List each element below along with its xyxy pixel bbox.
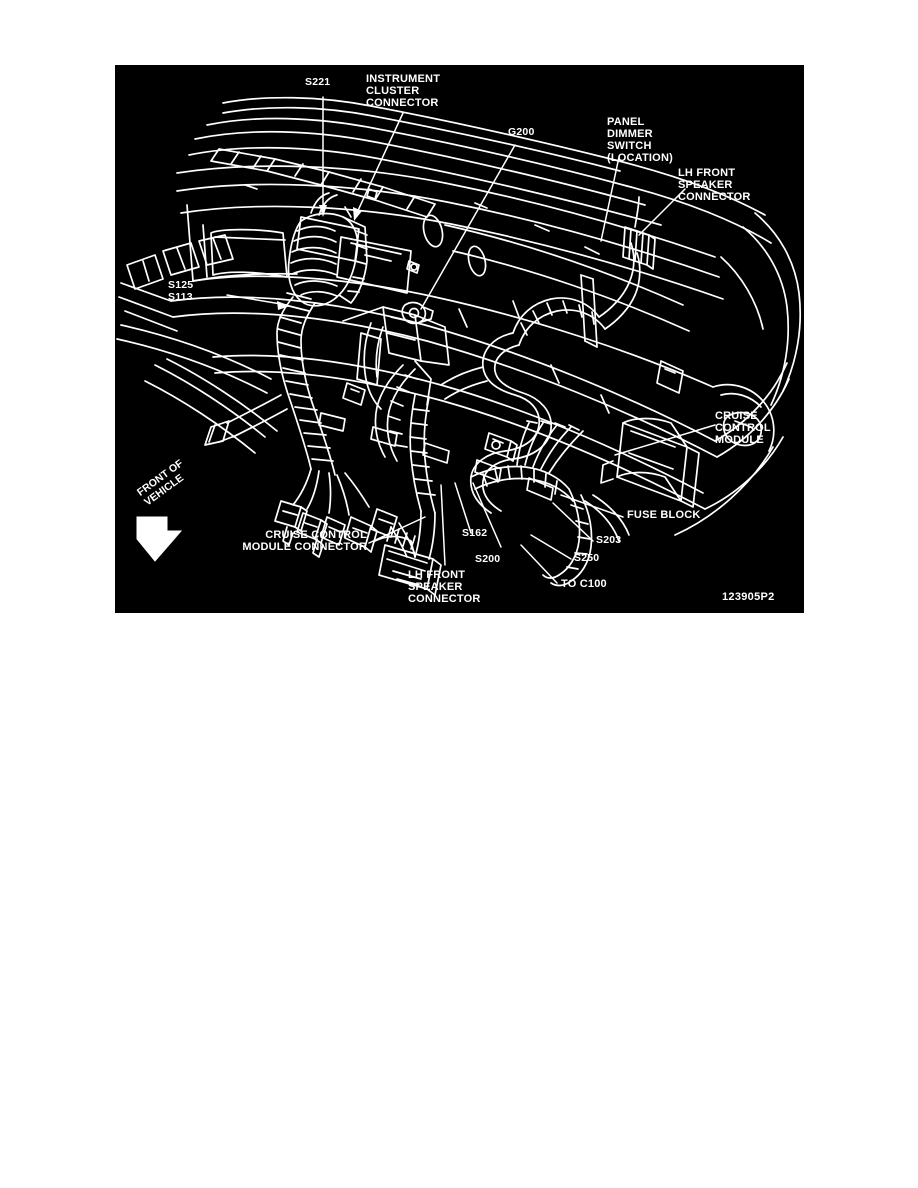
callout-s203: S203 [596,534,622,546]
wiring-diagram-figure: S221 INSTRUMENT CLUSTER CONNECTOR G200 P… [115,65,804,613]
callout-s200: S200 [475,553,501,565]
diagram-artwork [115,65,804,613]
callout-s250: S250 [574,552,600,564]
callout-to-c100: TO C100 [561,578,607,590]
figure-id: 123905P2 [722,591,775,603]
callout-fuse-block: FUSE BLOCK [627,509,701,521]
callout-cruise-control-module: CRUISE CONTROL MODULE [715,410,771,446]
callout-g200: G200 [508,126,535,138]
callout-lh-front-speaker-connector-top: LH FRONT SPEAKER CONNECTOR [678,167,751,203]
callout-s125-s113: S125 S113 [168,279,194,303]
callout-s221: S221 [305,76,331,88]
front-of-vehicle-arrow [136,516,183,562]
callout-panel-dimmer-switch: PANEL DIMMER SWITCH (LOCATION) [607,116,673,164]
callout-cruise-control-module-connector: CRUISE CONTROL MODULE CONNECTOR [242,529,367,553]
callout-lh-front-speaker-connector-bottom: LH FRONT SPEAKER CONNECTOR [408,569,481,605]
callout-s162: S162 [462,527,488,539]
callout-instrument-cluster-connector: INSTRUMENT CLUSTER CONNECTOR [366,73,441,109]
